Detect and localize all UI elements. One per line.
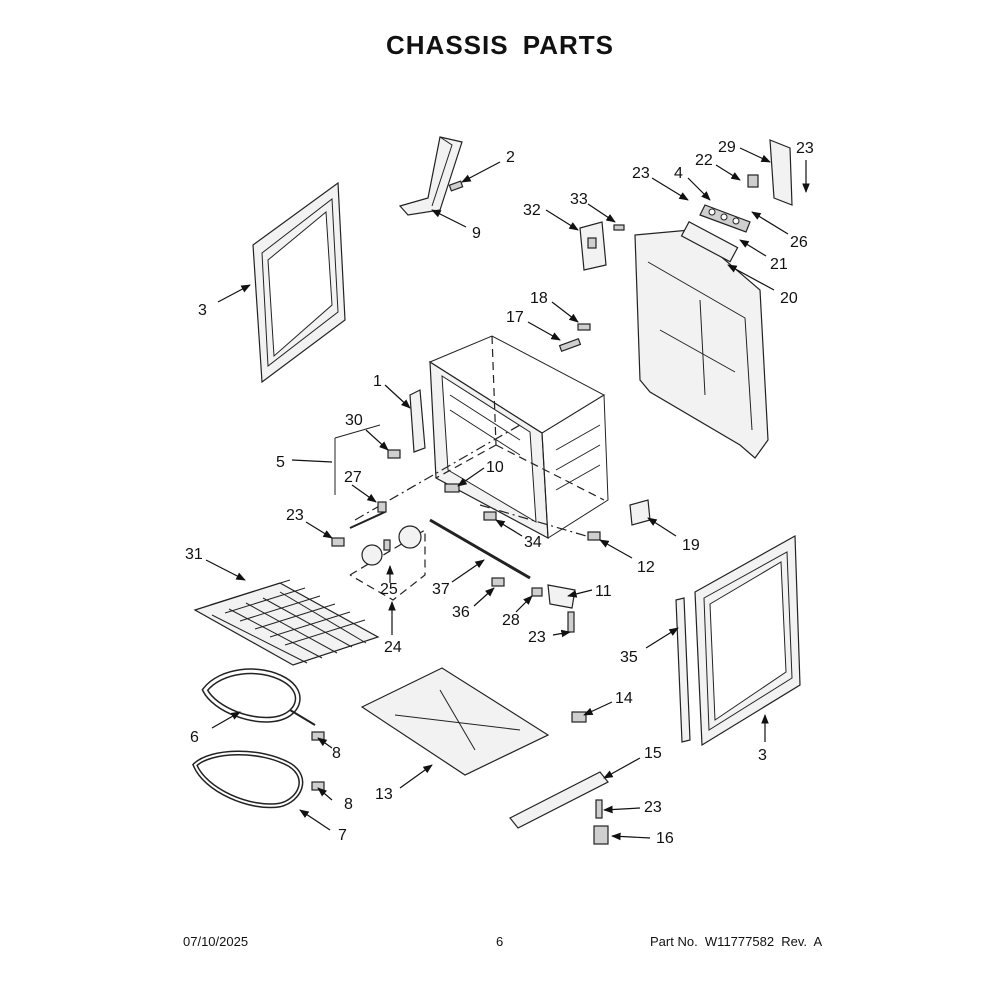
callout-22: 22 bbox=[695, 152, 713, 169]
callout-8-upper: 8 bbox=[332, 745, 341, 762]
callout-23-top-right: 23 bbox=[796, 140, 814, 157]
screw-part-23-left bbox=[331, 537, 345, 547]
callout-23-latch: 23 bbox=[528, 629, 546, 646]
callout-32: 32 bbox=[523, 202, 541, 219]
wire-part-5 bbox=[334, 424, 381, 495]
terminal-part-8-lower bbox=[311, 781, 325, 791]
screw-part-30 bbox=[387, 449, 401, 459]
terminal-part-8-upper bbox=[311, 731, 325, 741]
latch-part-11 bbox=[547, 584, 576, 609]
oven-rack-part-31 bbox=[193, 579, 380, 666]
door-gasket-frame-left bbox=[252, 181, 346, 384]
bracket-part-19 bbox=[629, 499, 651, 526]
screw-part-33 bbox=[613, 224, 625, 231]
door-gasket-frame-right bbox=[694, 534, 801, 747]
callout-34: 34 bbox=[524, 534, 542, 551]
block-part-32 bbox=[579, 221, 607, 271]
callout-28: 28 bbox=[502, 612, 520, 629]
callout-3-right: 3 bbox=[758, 747, 767, 764]
callout-3-left: 3 bbox=[198, 302, 207, 319]
rear-chassis-panel bbox=[634, 220, 769, 459]
callout-20: 20 bbox=[780, 290, 798, 307]
callout-labels: 3 2 9 23 4 22 29 23 33 32 26 21 20 18 17… bbox=[185, 139, 814, 847]
oven-bottom-part-13 bbox=[360, 667, 550, 776]
broil-element-part-6 bbox=[201, 668, 316, 726]
callout-30: 30 bbox=[345, 412, 363, 429]
callout-8-lower: 8 bbox=[344, 796, 353, 813]
screw-part-18 bbox=[577, 323, 591, 331]
callout-9: 9 bbox=[472, 225, 481, 242]
screw-part-12 bbox=[587, 531, 601, 541]
bake-element-part-7 bbox=[192, 750, 304, 809]
screw-part-2 bbox=[448, 180, 464, 192]
footer-page-number: 6 bbox=[496, 934, 504, 949]
callout-leaders bbox=[205, 147, 810, 841]
callout-23-left: 23 bbox=[286, 507, 304, 524]
knob-assembly-part-24 bbox=[349, 525, 426, 601]
callout-31: 31 bbox=[185, 546, 203, 563]
callout-18: 18 bbox=[530, 290, 548, 307]
callout-29: 29 bbox=[718, 139, 736, 156]
callout-5: 5 bbox=[276, 454, 285, 471]
callout-11: 11 bbox=[595, 583, 612, 600]
terminal-block-assembly bbox=[699, 204, 751, 233]
callout-33: 33 bbox=[570, 191, 588, 208]
screw-part-23-latch bbox=[567, 611, 575, 633]
screw-part-23-rail bbox=[595, 799, 603, 819]
callout-12: 12 bbox=[637, 559, 655, 576]
callout-14: 14 bbox=[615, 690, 633, 707]
callout-19: 19 bbox=[682, 537, 700, 554]
callout-7: 7 bbox=[338, 827, 347, 844]
callout-13: 13 bbox=[375, 786, 393, 803]
screw-part-34 bbox=[483, 511, 497, 521]
bracket-part-17 bbox=[558, 337, 582, 353]
callout-10: 10 bbox=[486, 459, 504, 476]
oven-cavity bbox=[428, 335, 609, 540]
leveling-leg-part-16 bbox=[593, 825, 609, 845]
callout-25: 25 bbox=[380, 581, 398, 598]
footer-date: 07/10/2025 bbox=[183, 934, 249, 949]
leveling-rail-part-15 bbox=[509, 771, 609, 829]
callout-23-top: 23 bbox=[632, 165, 650, 182]
callout-24: 24 bbox=[384, 639, 402, 656]
callout-23-rail: 23 bbox=[644, 799, 662, 816]
rod-part-27 bbox=[349, 501, 387, 529]
sensor-part-10 bbox=[444, 483, 460, 493]
callout-16: 16 bbox=[656, 830, 674, 847]
clip-part-14 bbox=[571, 711, 587, 723]
callout-6: 6 bbox=[190, 729, 199, 746]
callout-37: 37 bbox=[432, 581, 450, 598]
hinge-receiver-part-1 bbox=[409, 389, 426, 453]
callout-35: 35 bbox=[620, 649, 638, 666]
junction-bracket-part-29 bbox=[769, 139, 793, 206]
callout-15: 15 bbox=[644, 745, 662, 762]
screw-part-28 bbox=[531, 587, 543, 597]
rail-part-37 bbox=[429, 518, 531, 580]
callout-27: 27 bbox=[344, 469, 362, 486]
callout-26: 26 bbox=[790, 234, 808, 251]
gasket-strip-part-35 bbox=[675, 597, 691, 743]
callout-21: 21 bbox=[770, 256, 788, 273]
callout-4: 4 bbox=[674, 165, 683, 182]
callout-2: 2 bbox=[506, 149, 515, 166]
screw-part-36 bbox=[491, 577, 505, 587]
page-title: CHASSIS PARTS bbox=[386, 30, 614, 60]
callout-17: 17 bbox=[506, 309, 524, 326]
clip-part-22 bbox=[747, 174, 759, 188]
callout-1: 1 bbox=[373, 373, 382, 390]
callout-36: 36 bbox=[452, 604, 470, 621]
footer-part-number: Part No. W11777582 Rev. A bbox=[650, 934, 823, 949]
rear-support-bracket bbox=[398, 136, 463, 216]
